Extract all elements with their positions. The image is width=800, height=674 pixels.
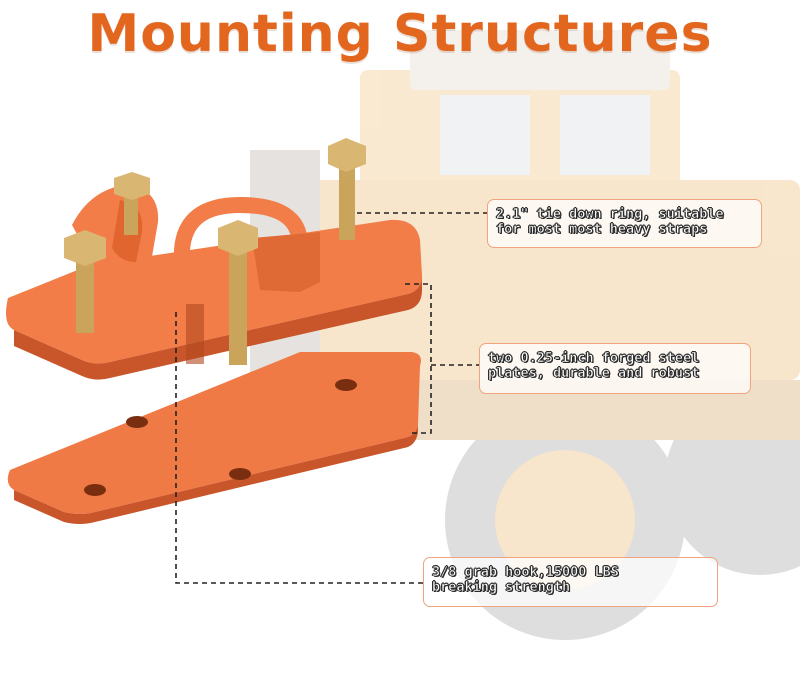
- callout-ring-line1: 2.1" tie down ring, suitable: [496, 206, 724, 222]
- bottom-steel-plate: [7, 352, 421, 524]
- loader-background-image: [250, 30, 800, 640]
- callout-tie-down-ring: 2.1" tie down ring, suitable for most mo…: [487, 199, 762, 248]
- tie-down-ring: [173, 196, 320, 292]
- callout-plates-line2: plates, durable and robust: [488, 365, 700, 381]
- bolt-back-left: [114, 172, 150, 235]
- callout-hook-line2: breaking strength: [432, 579, 571, 595]
- page-title: Mounting Structures: [87, 4, 713, 64]
- callout-hook-line1: 3/8 grab hook,15000 LBS: [432, 564, 620, 580]
- callout-ring-line2: for most most heavy straps: [496, 221, 708, 237]
- bolt-back-right: [328, 138, 366, 240]
- bolts: [64, 138, 366, 365]
- bolt-front-center: [218, 220, 258, 365]
- callout-steel-plates: two 0.25-inch forged steel plates, durab…: [479, 343, 751, 394]
- callout-leader-lines: [175, 212, 487, 584]
- callout-plates-line1: two 0.25-inch forged steel: [488, 350, 700, 366]
- callout-grab-hook: 3/8 grab hook,15000 LBS breaking strengt…: [423, 557, 718, 607]
- bolt-front-left: [64, 230, 106, 333]
